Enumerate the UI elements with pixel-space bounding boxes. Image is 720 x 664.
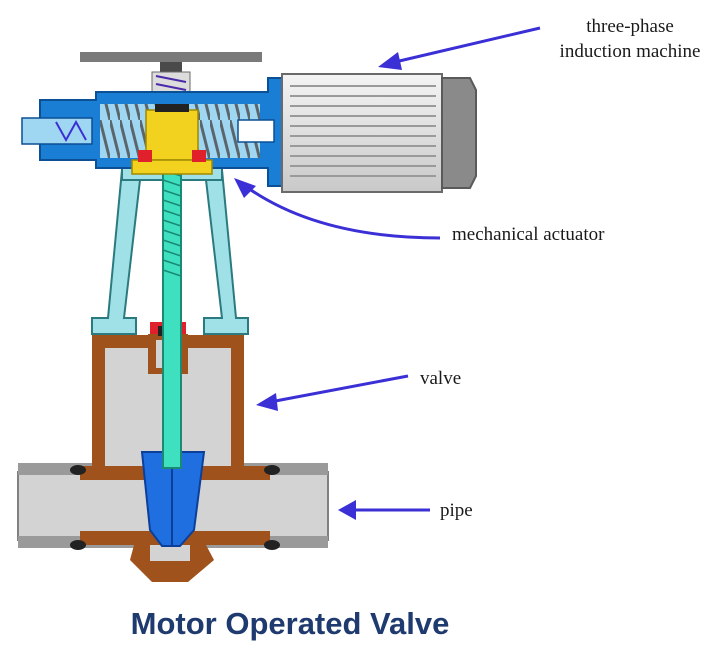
- label-actuator-text: mechanical actuator: [452, 224, 605, 245]
- arrow-actuator: [234, 178, 441, 240]
- valve-disc: [140, 451, 206, 547]
- label-valve-text: valve: [420, 368, 461, 389]
- label-motor: three-phase induction machine: [378, 16, 700, 70]
- actuator-housing: [21, 52, 283, 187]
- label-pipe: pipe: [338, 500, 473, 521]
- label-motor-line1: three-phase: [586, 16, 674, 37]
- label-motor-line2: induction machine: [560, 41, 701, 62]
- induction-motor: [281, 73, 477, 193]
- arrow-valve: [256, 374, 409, 411]
- diagram-title: Motor Operated Valve: [131, 606, 450, 641]
- label-pipe-text: pipe: [440, 500, 473, 521]
- arrow-pipe: [338, 500, 430, 520]
- label-actuator: mechanical actuator: [234, 178, 605, 245]
- valve-stem: [162, 117, 182, 469]
- label-valve: valve: [256, 368, 461, 411]
- arrow-motor: [378, 26, 541, 70]
